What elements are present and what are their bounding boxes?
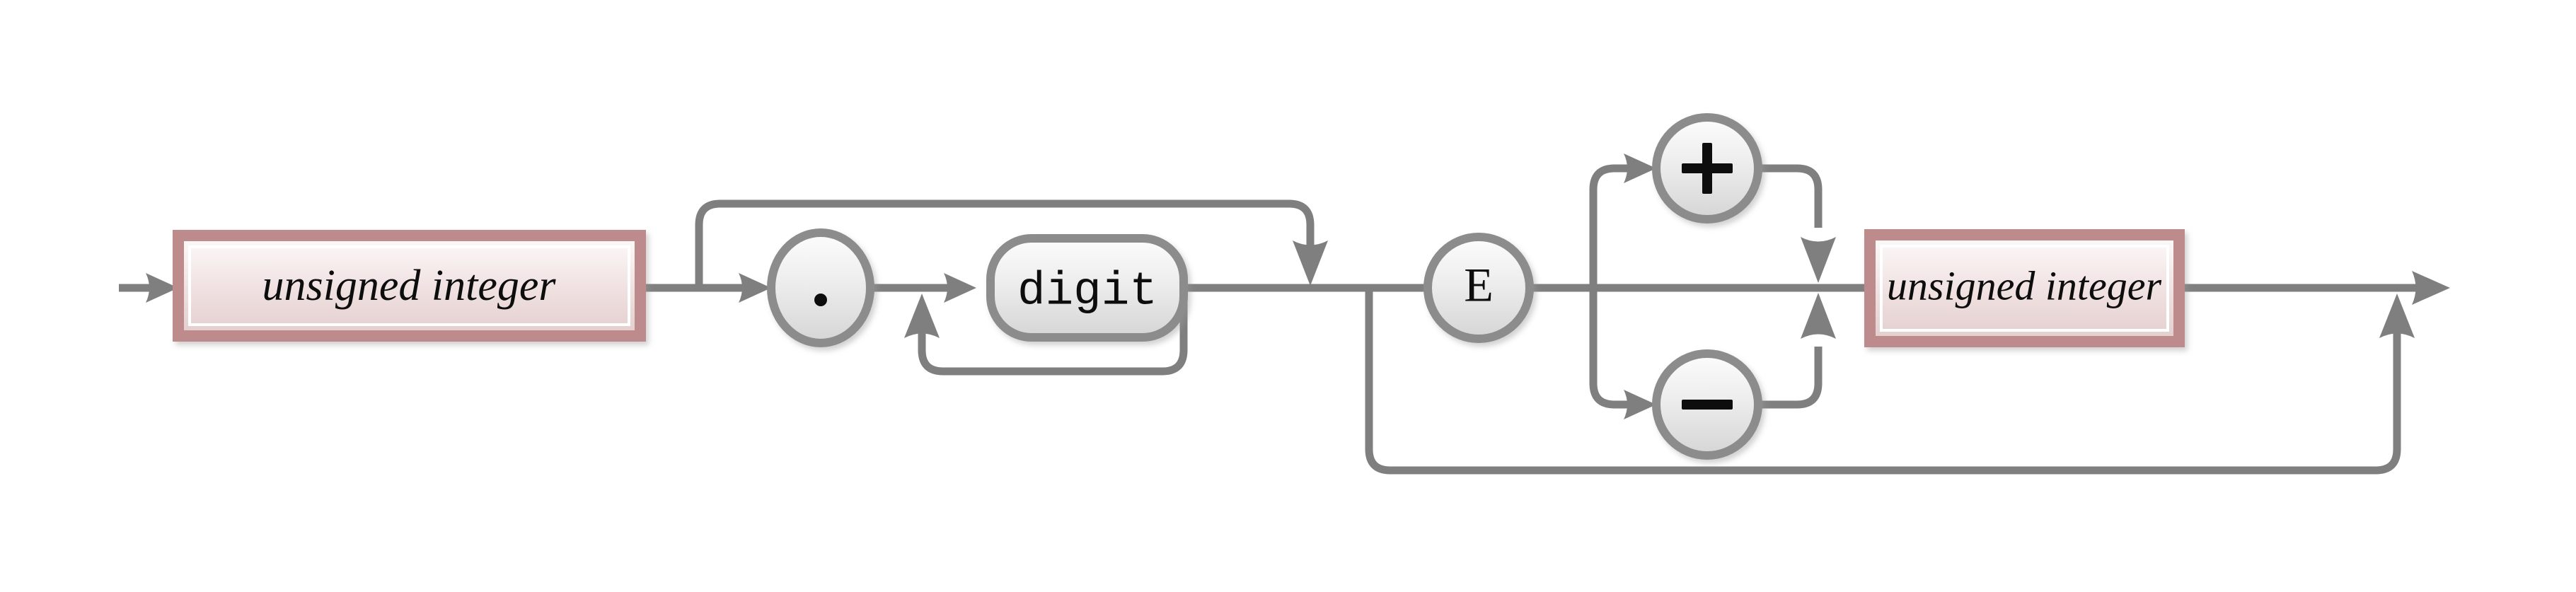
node-sign-minus[interactable]: − <box>1652 349 1762 460</box>
minus-merge-arrowhead-icon <box>1801 293 1836 339</box>
node-sign-plus[interactable]: + <box>1652 113 1762 224</box>
exponent-bypass-rail <box>1365 288 2401 475</box>
nonterminal-box <box>1864 229 2185 347</box>
nonterminal-inner-outline <box>188 245 630 326</box>
terminal-label: digit <box>1017 265 1157 318</box>
terminal-circle <box>767 228 874 347</box>
node-exponent-e[interactable]: E <box>1423 233 1534 343</box>
node-digit[interactable]: digit <box>986 234 1188 342</box>
digit-loop-rail <box>918 288 1188 376</box>
node-unsigned-integer-exponent[interactable]: unsigned integer <box>1864 229 2185 347</box>
plus-glyph-icon <box>1682 143 1733 194</box>
digit-loop-arrowhead-icon <box>904 294 940 338</box>
exponent-bypass-arrowhead-icon <box>2379 294 2415 338</box>
terminal-label: E <box>1464 258 1494 312</box>
nonterminal-label: unsigned integer <box>262 262 557 310</box>
minus-arrowhead-icon <box>1624 390 1656 419</box>
plus-to-merge-rail <box>1758 164 1823 228</box>
split-to-minus-rail <box>1589 288 1631 409</box>
minus-to-merge-rail <box>1758 347 1823 409</box>
dot-glyph-icon <box>814 294 827 306</box>
point-arrowhead-icon <box>739 273 771 303</box>
plus-arrowhead-icon <box>1624 153 1656 183</box>
terminal-label: + <box>1707 168 1708 169</box>
fraction-bypass-rail <box>695 199 1315 288</box>
entry-arrowhead-icon <box>146 273 178 303</box>
nonterminal-inner-outline <box>1880 245 2169 332</box>
nonterminal-label: unsigned integer <box>1887 262 2162 308</box>
plus-merge-arrowhead-icon <box>1801 237 1836 283</box>
rail-network <box>119 153 2450 475</box>
terminal-circle <box>1423 233 1534 343</box>
node-unsigned-integer-mantissa[interactable]: unsigned integer <box>173 230 646 342</box>
minus-glyph-icon <box>1682 400 1733 410</box>
split-to-plus-rail <box>1589 164 1631 288</box>
terminal-label: − <box>1707 404 1708 405</box>
terminal-stadium <box>986 234 1188 342</box>
exit-arrowhead-icon <box>2412 271 2450 305</box>
digit-arrowhead-icon <box>944 273 976 303</box>
node-decimal-point[interactable]: . <box>767 228 874 347</box>
nonterminal-box <box>173 230 646 342</box>
fraction-bypass-arrowhead-icon <box>1293 240 1328 286</box>
